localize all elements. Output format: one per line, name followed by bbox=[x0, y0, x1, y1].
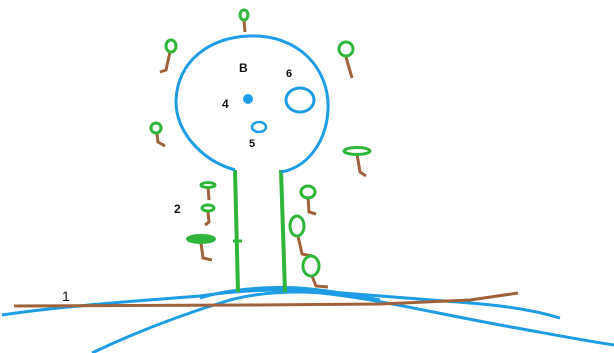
label-center: 4 bbox=[222, 97, 229, 111]
tree-icon bbox=[149, 121, 166, 148]
label-top: B bbox=[239, 61, 248, 75]
label-trunk: 2 bbox=[174, 202, 181, 216]
trunk-left-line bbox=[233, 169, 240, 293]
tree-icon bbox=[288, 214, 313, 258]
tree-icon bbox=[159, 38, 178, 74]
tree-icon bbox=[200, 203, 216, 227]
tree-icon bbox=[342, 146, 372, 178]
mound-outline bbox=[199, 285, 381, 302]
tree-icon bbox=[199, 181, 217, 201]
head-outline bbox=[174, 34, 330, 174]
ground-curve-dip bbox=[91, 290, 614, 353]
center-dot bbox=[243, 94, 253, 104]
tree-icon bbox=[299, 184, 317, 216]
tree-icon bbox=[301, 254, 329, 289]
tree-icon bbox=[238, 8, 250, 33]
tree-icon bbox=[186, 234, 216, 262]
lower-small-circle bbox=[250, 120, 268, 134]
trunk-right-line bbox=[279, 169, 287, 293]
ground-line-brown bbox=[13, 291, 519, 308]
label-lower: 5 bbox=[249, 138, 255, 150]
label-ground: 1 bbox=[62, 288, 70, 304]
blob-circle bbox=[284, 86, 316, 114]
tree-icon bbox=[337, 40, 355, 79]
label-blob: 6 bbox=[286, 68, 292, 80]
